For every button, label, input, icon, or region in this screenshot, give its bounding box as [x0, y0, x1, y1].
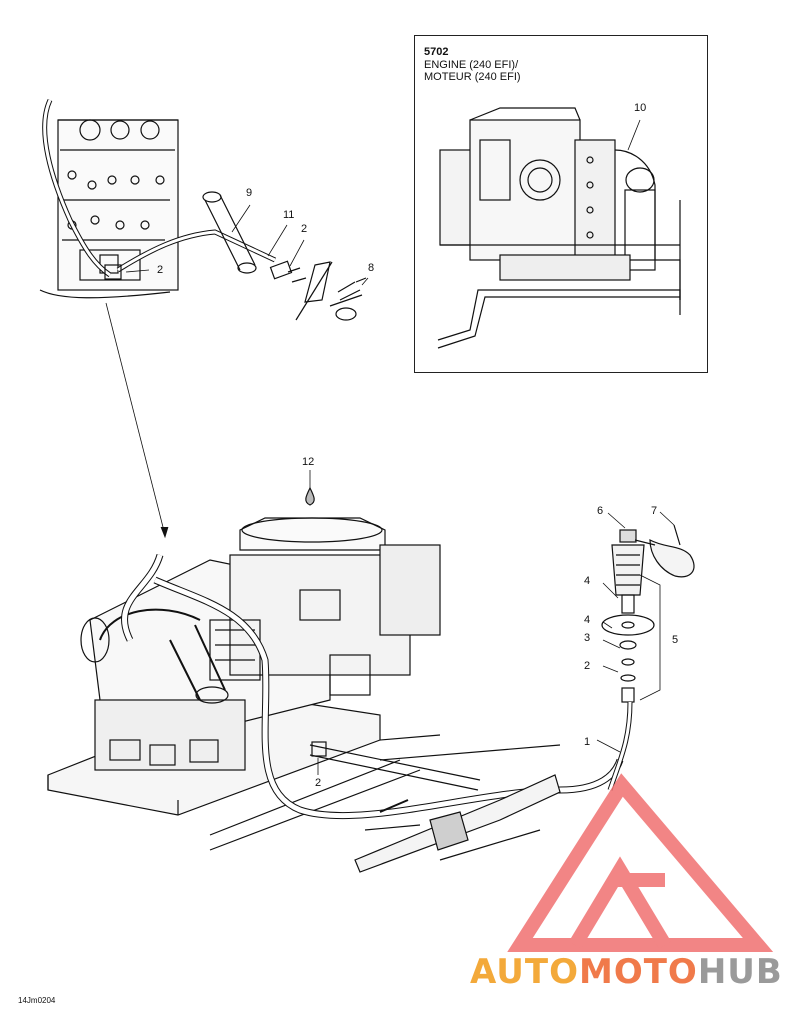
watermark-logo: [507, 773, 774, 952]
brand-part-moto: MOTO: [578, 952, 698, 992]
brand-part-auto: AUTO: [470, 952, 579, 992]
brand-part-hub: HUB: [697, 952, 783, 992]
reference-code: 14Jm0204: [18, 996, 56, 1005]
callout-2: 2: [315, 777, 322, 789]
arrow-leader: [105, 302, 166, 536]
callout-7: 7: [651, 505, 658, 517]
callout-1: 1: [584, 736, 591, 748]
callout-12: 12: [302, 456, 315, 468]
inset-engine: [437, 107, 681, 349]
callout-2: 2: [584, 660, 591, 672]
fill-pump-assembly: [596, 511, 695, 791]
callout-2: 2: [301, 223, 308, 235]
callout-8: 8: [368, 262, 375, 274]
callout-3: 3: [584, 632, 591, 644]
callout-11: 11: [283, 209, 295, 221]
inset-code: 5702: [424, 46, 449, 58]
callout-10: 10: [634, 102, 647, 114]
callout-2: 2: [157, 264, 164, 276]
callout-4: 4: [584, 614, 591, 626]
main-engine: [47, 470, 624, 873]
callout-5: 5: [672, 634, 679, 646]
top-left-engine-detail: [39, 98, 369, 321]
callout-9: 9: [246, 187, 253, 199]
callout-4: 4: [584, 575, 591, 587]
inset-title-en: ENGINE (240 EFI)/: [424, 59, 519, 71]
watermark-brand: AUTOMOTOHUB: [470, 952, 783, 992]
callout-6: 6: [597, 505, 604, 517]
engine-inset-frame: [414, 35, 708, 373]
inset-title-fr: MOTEUR (240 EFI): [424, 71, 521, 83]
